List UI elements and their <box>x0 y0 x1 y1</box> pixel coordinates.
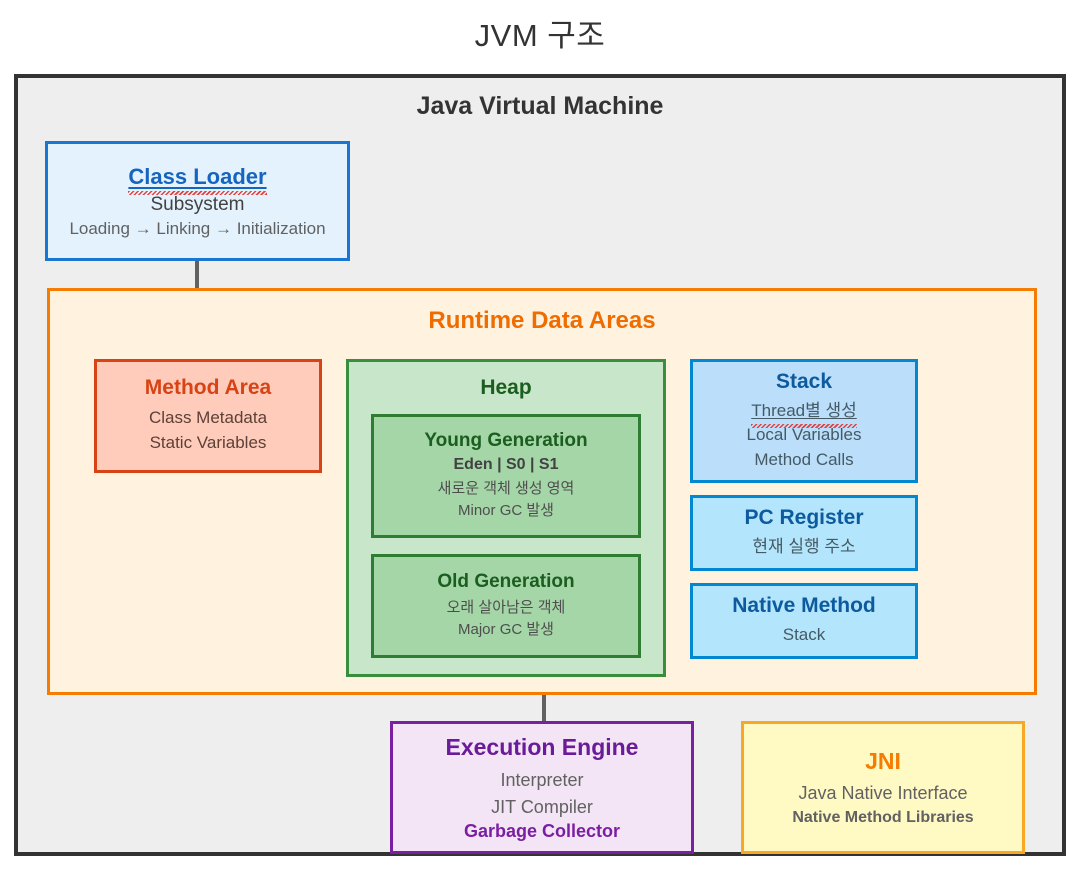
runtime-data-areas-box: Runtime Data Areas Method Area Class Met… <box>47 288 1037 695</box>
execution-engine-box: Execution Engine Interpreter JIT Compile… <box>390 721 694 854</box>
young-generation-line-1: 새로운 객체 생성 영역 <box>437 480 575 498</box>
method-area-line-1: Class Metadata <box>148 408 268 428</box>
young-generation-title: Young Generation <box>424 430 588 452</box>
class-loader-title: Class Loader <box>128 163 267 195</box>
pc-register-line-1: 현재 실행 주소 <box>752 537 856 557</box>
heap-box: Heap Young Generation Eden | S0 | S1 새로운… <box>346 359 666 677</box>
young-generation-subtitle: Eden | S0 | S1 <box>453 456 559 474</box>
class-loader-flow: Loading → Linking → Initialization <box>69 218 326 238</box>
heap-title: Heap <box>480 376 532 399</box>
spellcheck-squiggle-icon <box>128 190 267 195</box>
connector-classloader-to-runtime <box>195 261 199 289</box>
connector-runtime-to-execution <box>542 695 546 727</box>
stack-box: Stack Thread별 생성 Local Variables Method … <box>690 359 918 483</box>
pc-register-box: PC Register 현재 실행 주소 <box>690 495 918 571</box>
class-loader-title-text: Class Loader <box>128 163 267 189</box>
method-area-line-2: Static Variables <box>149 433 267 452</box>
pc-register-title: PC Register <box>744 506 864 530</box>
jni-line-2: Native Method Libraries <box>792 809 974 826</box>
old-generation-title: Old Generation <box>437 571 575 593</box>
young-generation-line-2: Minor GC 발생 <box>458 502 554 519</box>
class-loader-box: Class Loader Subsystem Loading → Linking… <box>45 141 350 261</box>
native-method-box: Native Method Stack <box>690 583 918 659</box>
jvm-title: Java Virtual Machine <box>416 92 664 120</box>
execution-engine-line-2: JIT Compiler <box>491 796 593 817</box>
stack-line-1: Thread별 생성 <box>751 399 857 429</box>
runtime-data-areas-title: Runtime Data Areas <box>428 307 656 334</box>
young-generation-box: Young Generation Eden | S0 | S1 새로운 객체 생… <box>371 414 641 538</box>
stack-title: Stack <box>775 369 833 393</box>
old-generation-line-1: 오래 살아남은 객체 <box>446 599 566 617</box>
garbage-collector-label: Garbage Collector <box>463 820 621 841</box>
class-loader-subtitle: Subsystem <box>150 193 245 215</box>
spellcheck-squiggle-icon <box>751 424 857 429</box>
page-title: JVM 구조 <box>474 18 606 53</box>
native-method-title: Native Method <box>732 594 876 618</box>
jni-line-1: Java Native Interface <box>798 783 968 803</box>
old-generation-box: Old Generation 오래 살아남은 객체 Major GC 발생 <box>371 554 641 658</box>
native-method-line-1: Stack <box>782 625 826 645</box>
stack-line-1-text: Thread별 생성 <box>751 400 857 420</box>
stack-line-3: Method Calls <box>754 449 854 469</box>
old-generation-line-2: Major GC 발생 <box>458 621 554 638</box>
method-area-title: Method Area <box>144 376 272 400</box>
execution-engine-line-1: Interpreter <box>500 769 584 790</box>
method-area-box: Method Area Class Metadata Static Variab… <box>94 359 322 473</box>
stack-line-2: Local Variables <box>746 425 862 445</box>
jni-title: JNI <box>865 748 901 774</box>
jvm-container: Java Virtual Machine Class Loader Subsys… <box>14 74 1066 856</box>
jni-box: JNI Java Native Interface Native Method … <box>741 721 1025 854</box>
execution-engine-title: Execution Engine <box>445 733 639 760</box>
